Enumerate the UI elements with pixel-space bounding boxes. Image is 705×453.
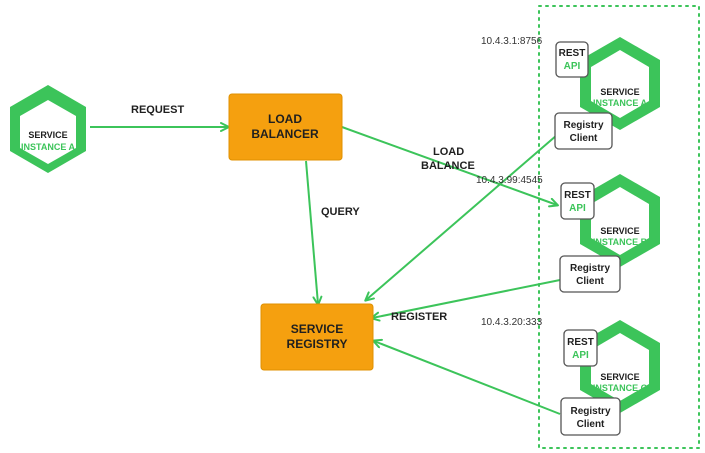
service-registry-box (260, 303, 374, 371)
load-balancer-line2: BALANCER (251, 127, 319, 141)
instance-a-ip: 10.4.3.1:8756 (481, 36, 543, 47)
load-balancer-node: LOAD BALANCER (228, 93, 343, 161)
instance-b-api-label: API (569, 203, 586, 214)
client-label-line2: INSTANCE A (21, 142, 76, 152)
instance-c-label-line2: INSTANCE C (593, 383, 648, 393)
service-instance-a: 10.4.3.1:8756 SERVICE INSTANCE A REST AP… (481, 36, 660, 150)
edge-register-a (364, 134, 558, 302)
edge-label-query: QUERY (321, 206, 360, 218)
edges (90, 122, 561, 415)
edge-label-register: REGISTER (391, 311, 447, 323)
instance-b-rest-api-box (560, 182, 595, 220)
instance-b-registry-client-line2: Client (576, 276, 604, 287)
instance-b-label-line1: SERVICE (600, 226, 639, 236)
instance-c-rest-label: REST (567, 337, 594, 348)
instance-c-registry-client-box (560, 397, 621, 436)
instance-a-rest-label: REST (559, 48, 586, 59)
instance-a-hex-inner (591, 50, 649, 118)
edge-label-load-balance-line2: BALANCE (421, 160, 475, 172)
service-instance-b: 10.4.3.99:4545 SERVICE INSTANCE B REST A… (476, 174, 660, 293)
edge-label-request: REQUEST (131, 104, 184, 116)
instance-b-rest-label: REST (564, 190, 591, 201)
instance-a-label-line2: INSTANCE A (593, 98, 648, 108)
instance-b-label-line2: INSTANCE B (593, 237, 648, 247)
load-balancer-box (228, 93, 343, 161)
edge-label-load-balance-line1: LOAD (433, 146, 464, 158)
service-registry-node: SERVICE REGISTRY (260, 303, 374, 371)
instance-c-hex-inner (591, 333, 649, 401)
instance-a-registry-client-line2: Client (570, 133, 598, 144)
instance-a-registry-client-box (554, 112, 613, 150)
instance-a-api-label: API (564, 61, 581, 72)
instance-b-registry-client-line1: Registry (570, 263, 610, 274)
instance-c-registry-client-line1: Registry (570, 406, 610, 417)
instance-b-hex-inner (591, 187, 649, 255)
instance-c-label-line1: SERVICE (600, 372, 639, 382)
instance-b-ip: 10.4.3.99:4545 (476, 175, 543, 186)
edge-register-b (370, 279, 561, 322)
client-hex-inner (20, 100, 76, 164)
instances-group-border (538, 5, 700, 449)
instance-a-rest-api-box (555, 41, 589, 78)
service-registry-line1: SERVICE (291, 322, 343, 336)
instance-c-api-label: API (572, 350, 589, 361)
client-service-node: SERVICE INSTANCE A (10, 85, 86, 173)
load-balancer-line1: LOAD (268, 112, 302, 126)
edge-query (305, 160, 323, 306)
instance-a-registry-client-line1: Registry (563, 120, 603, 131)
instance-c-rest-api-box (563, 329, 598, 367)
instance-c-registry-client-line2: Client (577, 419, 605, 430)
instance-b-registry-client-box (559, 255, 621, 293)
service-instance-c: 10.4.3.20:333 SERVICE INSTANCE C REST AP… (481, 317, 660, 436)
instance-a-label-line1: SERVICE (600, 87, 639, 97)
instance-c-ip: 10.4.3.20:333 (481, 317, 543, 328)
client-label-line1: SERVICE (28, 130, 67, 140)
service-registry-line2: REGISTRY (287, 337, 348, 351)
edge-register-c (372, 338, 561, 415)
edge-load-balance (341, 126, 559, 208)
